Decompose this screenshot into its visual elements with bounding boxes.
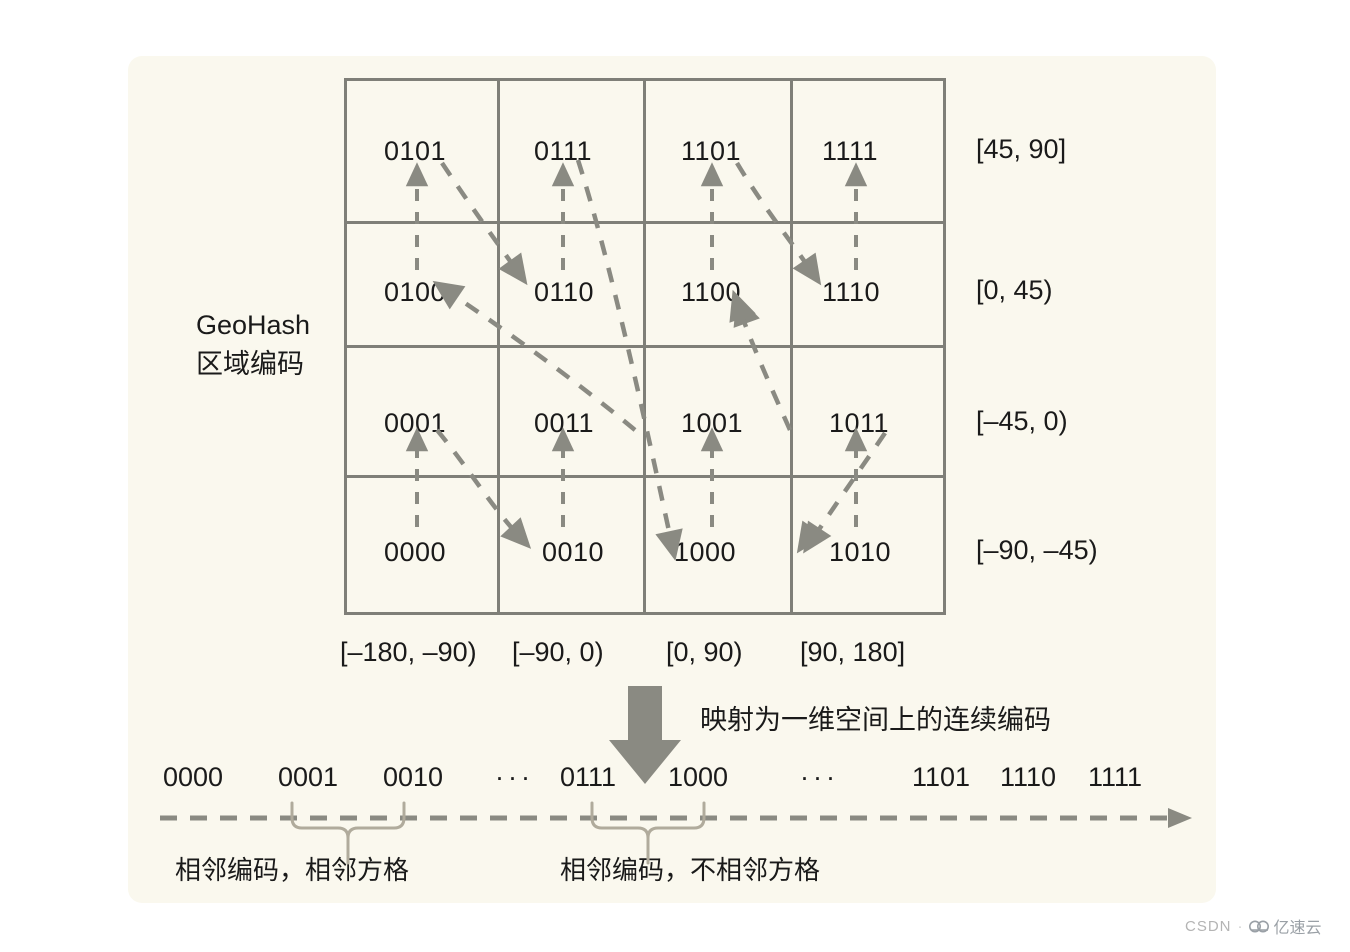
lon-range-0-90: [0, 90) — [666, 637, 743, 667]
line1d-ellipsis-left: ··· — [495, 762, 534, 792]
grid-cell-0111: 0111 — [534, 136, 593, 166]
caption-adjacent-codes-nonadjacent-cells: 相邻编码，不相邻方格 — [560, 855, 821, 885]
side-title-line-1: GeoHash — [196, 310, 311, 340]
lat-range-neg90-45: [–90, –45) — [976, 535, 1098, 565]
watermark: CSDN · 亿速云 — [1185, 914, 1322, 938]
grid-cell-1010: 1010 — [829, 537, 892, 567]
grid-cell-0011: 0011 — [534, 408, 595, 438]
line1d-code-0010: 0010 — [383, 762, 444, 792]
grid-cell-0001: 0001 — [384, 408, 447, 438]
grid-hline-1 — [344, 221, 946, 224]
grid-cell-0101: 0101 — [384, 136, 447, 166]
line1d-code-0000: 0000 — [163, 762, 224, 792]
grid-cell-1000: 1000 — [674, 537, 737, 567]
lat-range-0-45: [0, 45) — [976, 275, 1053, 305]
lon-range-90-180: [90, 180] — [800, 637, 906, 667]
grid-cell-1100: 1100 — [681, 277, 742, 307]
grid-cell-0110: 0110 — [534, 277, 595, 307]
grid-cell-0010: 0010 — [542, 537, 605, 567]
lat-range-45-90: [45, 90] — [976, 134, 1067, 164]
watermark-separator: · — [1237, 917, 1243, 935]
watermark-brand: 亿速云 — [1248, 914, 1322, 938]
cloud-icon — [1248, 920, 1269, 932]
geohash-side-title: GeoHash 区域编码 — [196, 306, 346, 385]
line1d-code-0111: 0111 — [560, 762, 617, 792]
side-title-line-2: 区域编码 — [196, 349, 304, 380]
line1d-code-1101: 1101 — [912, 762, 971, 792]
grid-hline-2 — [344, 345, 946, 348]
grid-cell-1111: 1111 — [822, 136, 879, 166]
watermark-csdn-text: CSDN — [1185, 917, 1232, 935]
line1d-code-0001: 0001 — [278, 762, 339, 792]
grid-hline-3 — [344, 475, 946, 478]
lon-range-neg180-neg90: [–180, –90) — [340, 637, 477, 667]
line1d-code-1111: 1111 — [1088, 762, 1143, 792]
lon-range-neg90-0: [–90, 0) — [512, 637, 604, 667]
lat-range-neg45-0: [–45, 0) — [976, 406, 1068, 436]
grid-cell-1110: 1110 — [822, 277, 881, 307]
grid-cell-0100: 0100 — [384, 277, 447, 307]
watermark-brand-text: 亿速云 — [1273, 920, 1322, 937]
grid-cell-1101: 1101 — [681, 136, 742, 166]
line1d-code-1110: 1110 — [1000, 762, 1057, 792]
grid-cell-0000: 0000 — [384, 537, 447, 567]
mapping-note-label: 映射为一维空间上的连续编码 — [700, 705, 1051, 735]
line1d-ellipsis-right: ··· — [800, 762, 839, 792]
grid-cell-1011: 1011 — [829, 408, 890, 438]
geohash-grid: 0101 0111 1101 1111 0100 0110 1100 1110 … — [344, 78, 946, 615]
caption-adjacent-codes-adjacent-cells: 相邻编码，相邻方格 — [175, 855, 410, 885]
grid-cell-1001: 1001 — [681, 408, 744, 438]
line1d-code-1000: 1000 — [668, 762, 729, 792]
